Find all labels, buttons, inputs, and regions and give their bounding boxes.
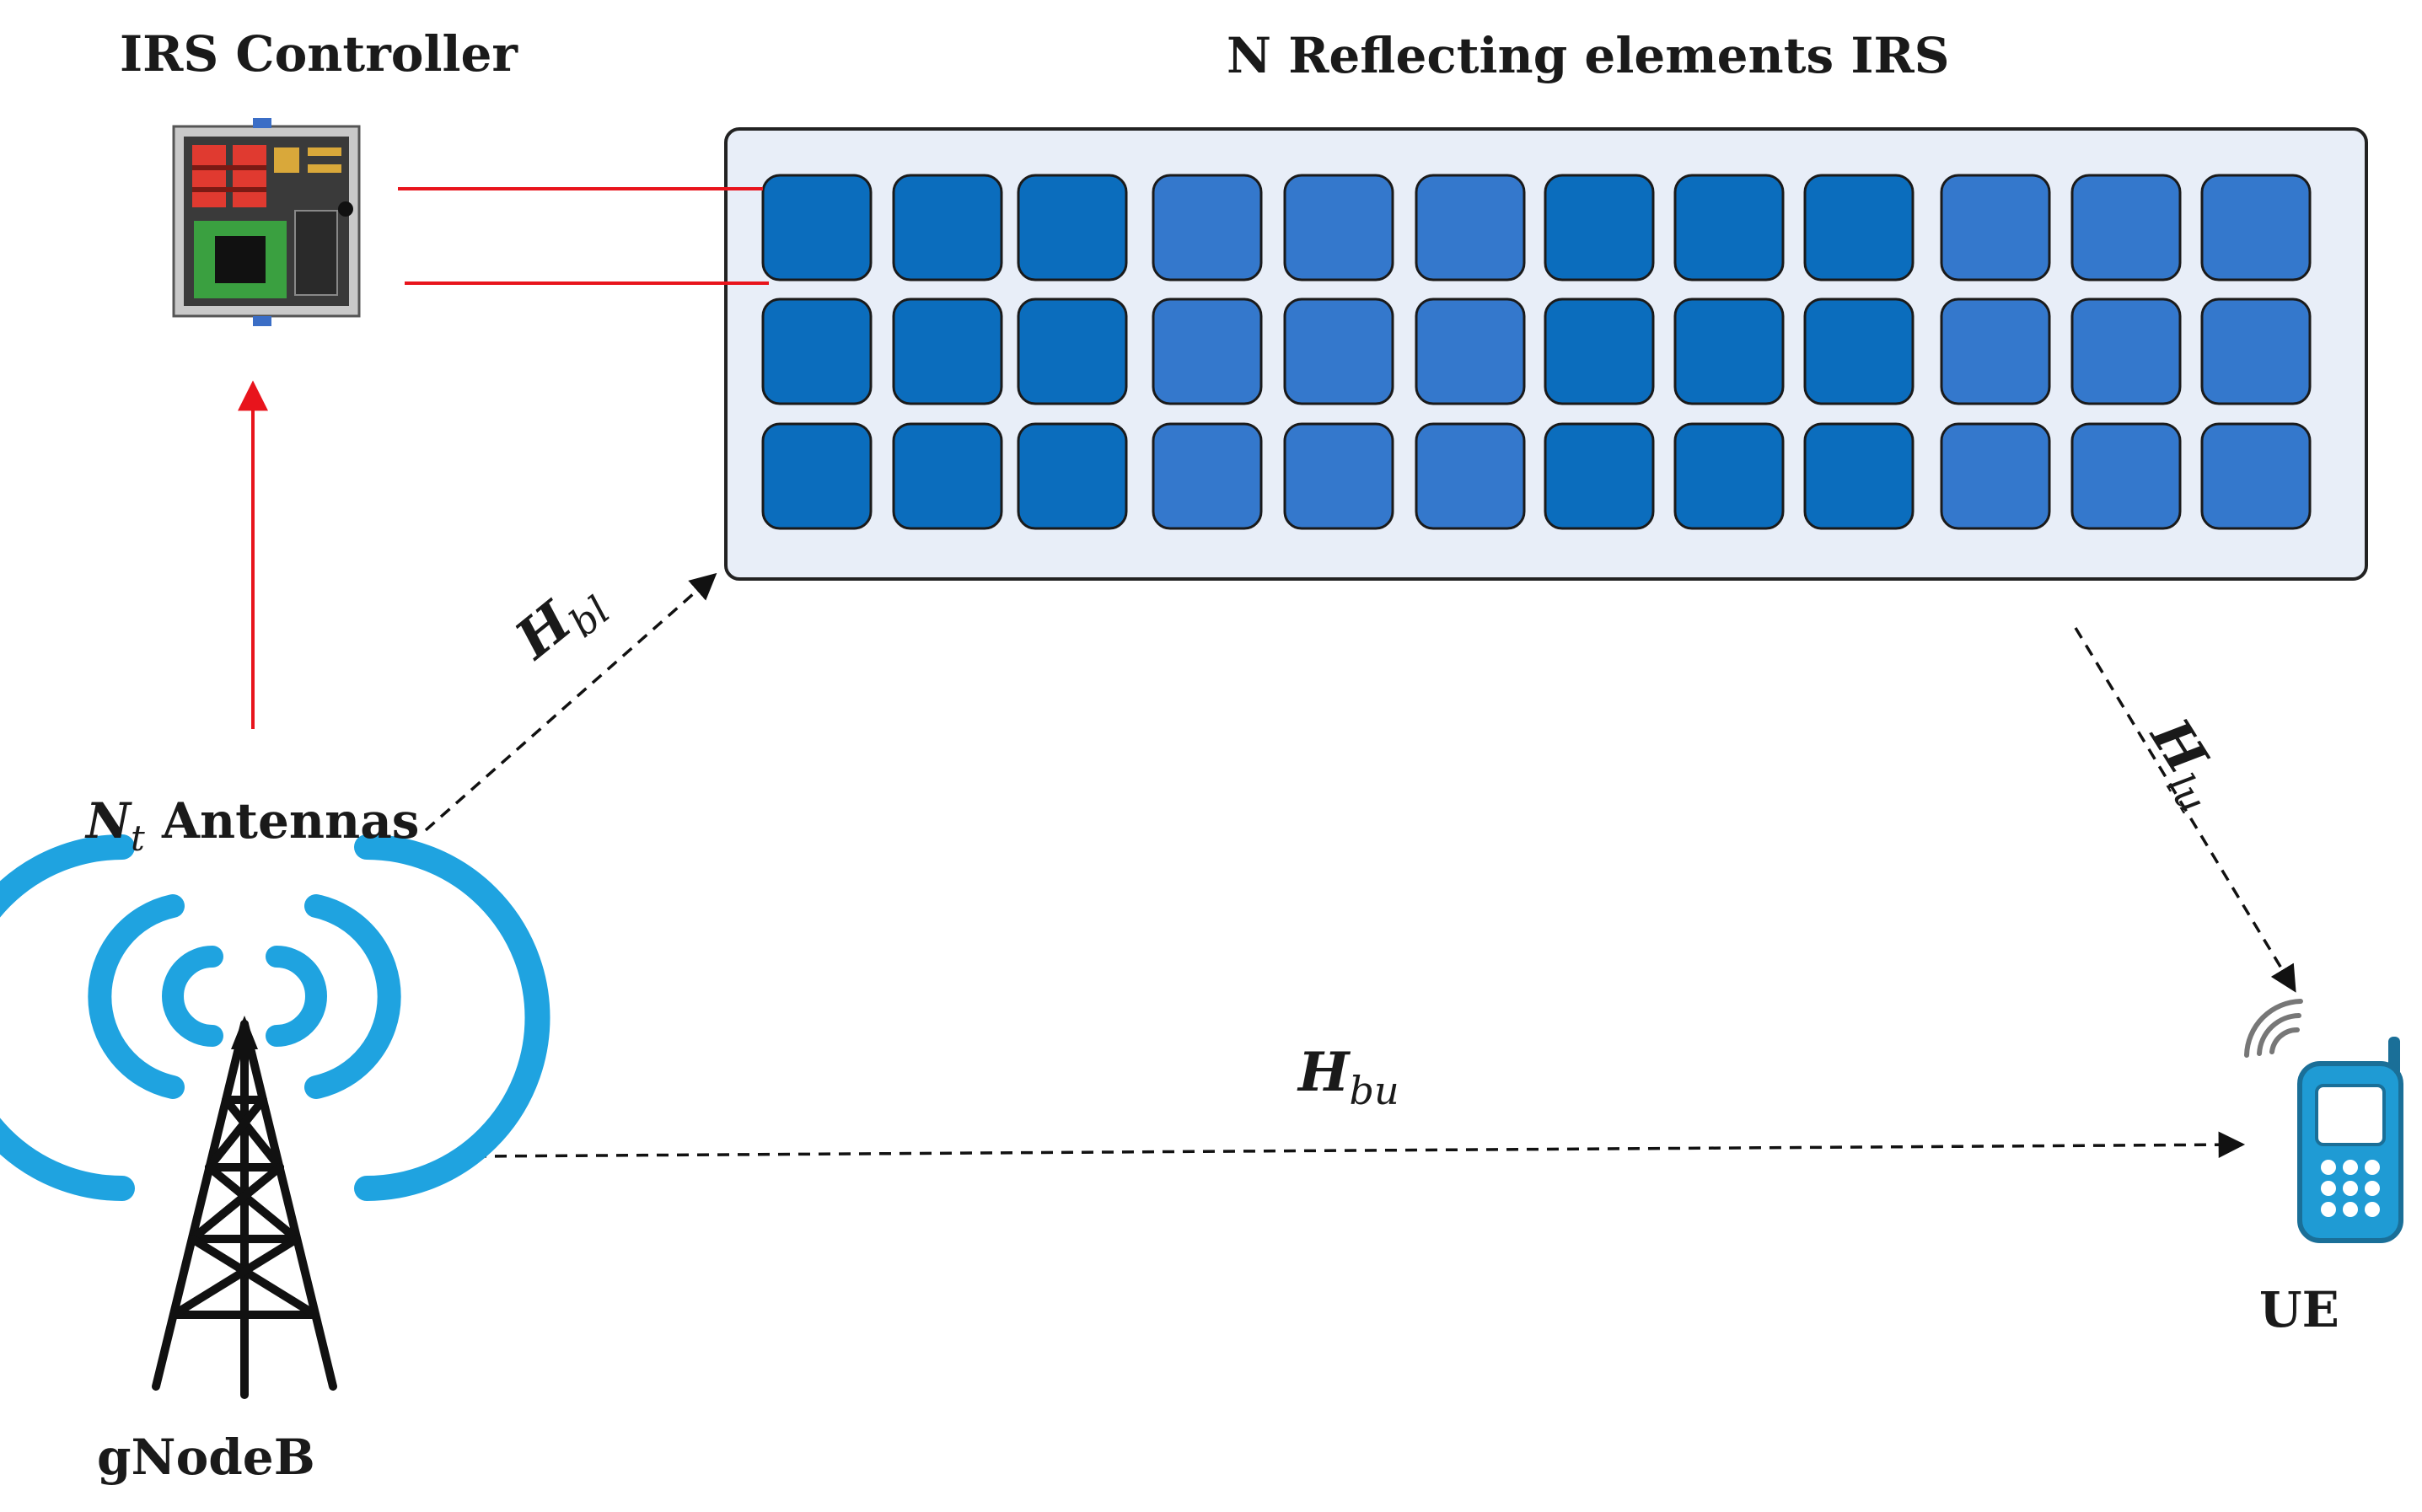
reflecting-element [892, 298, 1003, 405]
reflecting-element [1415, 174, 1526, 281]
reflecting-element [761, 174, 873, 281]
reflecting-element [1283, 422, 1394, 530]
channel-label-h-bu: Hbu [1298, 1041, 1399, 1113]
reflecting-element [1673, 298, 1785, 405]
channel-symbol: H [1298, 1041, 1350, 1104]
reflecting-element [1017, 422, 1128, 530]
reflecting-element [1283, 298, 1394, 405]
reflecting-element [1544, 298, 1655, 405]
ue-label: UE [2259, 1281, 2339, 1338]
circuit-board-icon [172, 118, 361, 326]
channel-arrow-h-bl [424, 572, 717, 832]
reflecting-element [1415, 422, 1526, 530]
reflecting-element [1544, 174, 1655, 281]
reflecting-element [2200, 298, 2312, 405]
reflecting-element [2200, 174, 2312, 281]
reflecting-element [2070, 174, 2182, 281]
antennas-text: Antennas [144, 792, 420, 850]
irs-panel-label: N Reflecting elements IRS [1227, 27, 1950, 84]
cell-tower-icon [0, 834, 550, 1399]
channel-subscript: bu [1349, 1068, 1399, 1114]
channel-arrow-h-lu [2074, 627, 2296, 993]
reflecting-element [892, 422, 1003, 530]
reflecting-element [1940, 298, 2051, 405]
reflecting-element [2070, 298, 2182, 405]
reflecting-element [1803, 422, 1915, 530]
mobile-phone-icon [2244, 999, 2403, 1243]
reflecting-element [1017, 298, 1128, 405]
reflecting-element [892, 174, 1003, 281]
reflecting-element [1152, 422, 1263, 530]
channel-arrow-h-bu [474, 1131, 2246, 1158]
irs-elements [761, 174, 2312, 530]
reflecting-element [761, 298, 873, 405]
reflecting-element [1283, 174, 1394, 281]
reflecting-element [1152, 298, 1263, 405]
reflecting-element [761, 422, 873, 530]
reflecting-element [1803, 298, 1915, 405]
reflecting-element [1152, 174, 1263, 281]
reflecting-element [2200, 422, 2312, 530]
gnodeb-label: gNodeB [97, 1429, 315, 1486]
reflecting-element [2070, 422, 2182, 530]
reflecting-element [1415, 298, 1526, 405]
antennas-label: Nt Antennas [86, 792, 420, 859]
irs-controller-label: IRS Controller [120, 25, 518, 83]
reflecting-element [1017, 174, 1128, 281]
antennas-symbol: N [86, 792, 132, 850]
reflecting-element [1673, 174, 1785, 281]
reflecting-element [1940, 174, 2051, 281]
reflecting-element [1544, 422, 1655, 530]
antennas-subscript: t [131, 817, 145, 859]
reflecting-element [1940, 422, 2051, 530]
reflecting-element [1803, 174, 1915, 281]
reflecting-element [1673, 422, 1785, 530]
